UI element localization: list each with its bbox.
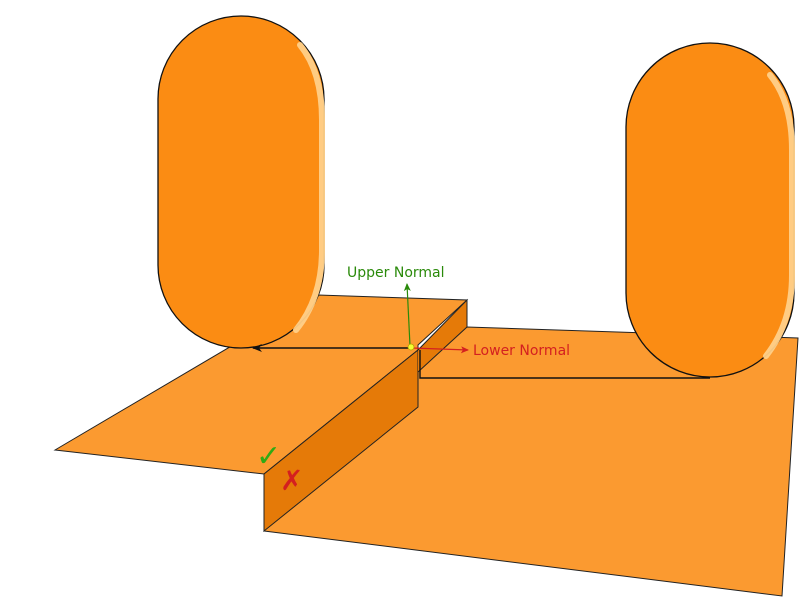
- lower-normal-arrow: [411, 346, 469, 354]
- step-face: [263, 348, 419, 533]
- cross-mark-icon: ✗: [280, 464, 303, 497]
- contact-point: [407, 343, 415, 351]
- upper-normal-label: Upper Normal: [347, 265, 445, 281]
- check-mark-icon: ✓: [256, 439, 281, 474]
- contact-projection-line: [419, 350, 710, 379]
- right-capsule: [625, 42, 795, 378]
- upper-normal-arrow: [403, 283, 411, 347]
- lower-normal-label: Lower Normal: [473, 343, 570, 359]
- left-capsule: [157, 15, 325, 349]
